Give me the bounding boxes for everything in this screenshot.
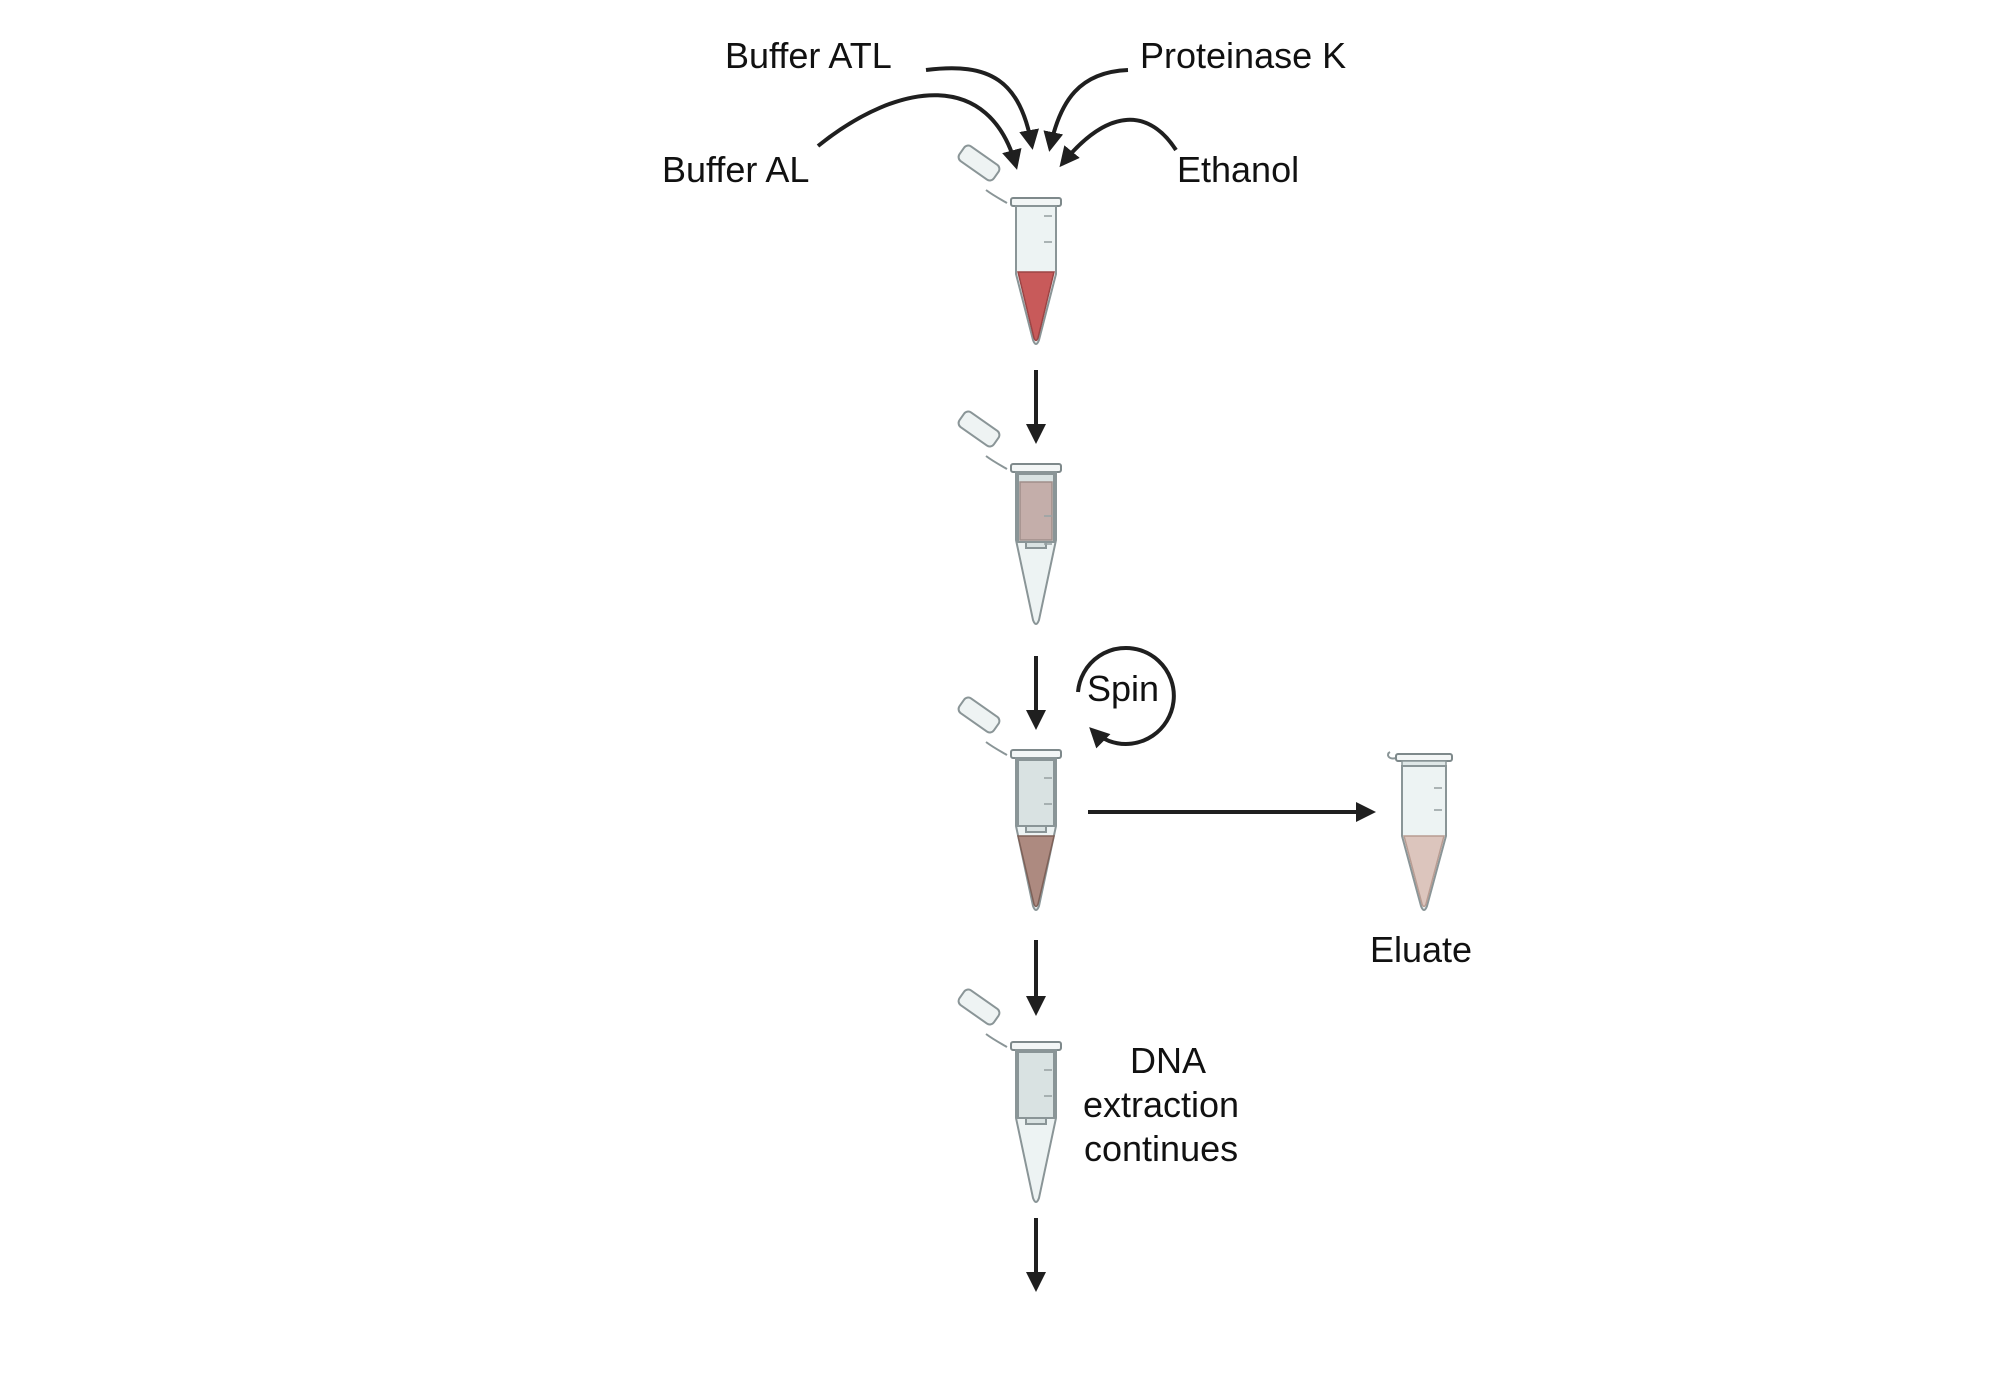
spun-tube [957,696,1062,911]
buffer-atl-arrow [925,66,1039,150]
eluate-tube [1387,751,1453,911]
proteinase-k-arrow [1043,68,1129,152]
buffer-atl-label: Buffer ATL [725,35,892,76]
ethanol-arrow [1059,117,1178,168]
sample-liquid [1017,271,1055,342]
sample-tube [957,144,1062,345]
continue-tube [957,988,1062,1203]
column-tube [957,410,1062,625]
column-sample [1019,481,1053,541]
spin-label: Spin [1087,668,1159,709]
buffer-al-arrow [816,93,1022,170]
proteinase-k-label: Proteinase K [1140,35,1346,76]
flow-through-liquid [1017,835,1055,908]
ethanol-label: Ethanol [1177,149,1299,190]
buffer-al-label: Buffer AL [662,149,809,190]
eluate-label: Eluate [1370,929,1472,970]
dna-label-line2: extraction [1083,1084,1239,1125]
dna-label-line3: continues [1084,1128,1238,1169]
eluate-liquid [1403,835,1445,908]
spin-icon: Spin [1076,646,1176,749]
dna-label-line1: DNA [1130,1040,1206,1081]
